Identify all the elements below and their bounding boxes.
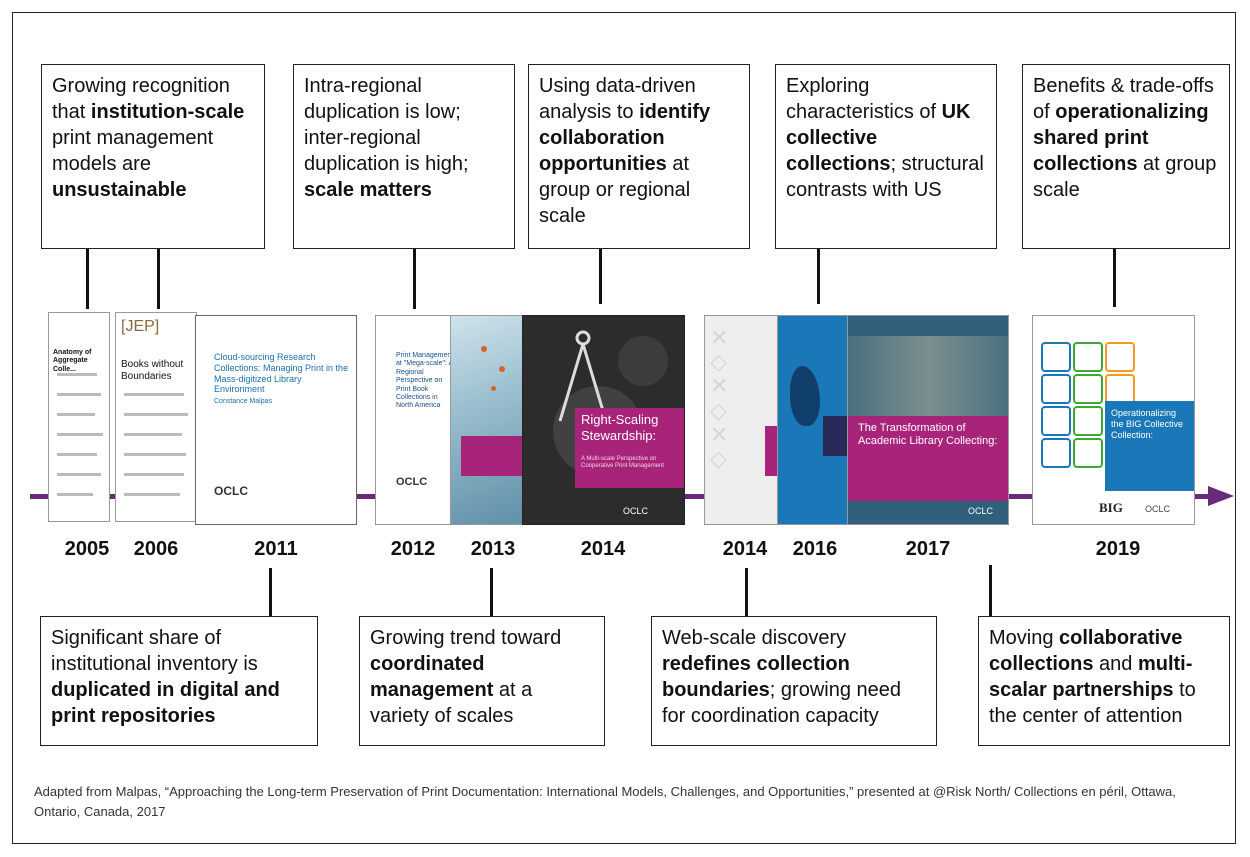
box-emphasis-text: duplicated in digital and print reposito… xyxy=(51,679,280,727)
slide-frame xyxy=(12,12,1236,844)
box-emphasis-text: scale matters xyxy=(304,179,432,201)
bottom-box-2011: Significant share of institutional inven… xyxy=(40,616,318,746)
cover-2013 xyxy=(450,315,530,525)
box-text: and xyxy=(1093,653,1138,675)
box-text: Using data-driven analysis to xyxy=(539,75,696,123)
connector-2011 xyxy=(269,568,272,616)
box-text: Growing recognition that xyxy=(52,75,230,123)
connector-2016 xyxy=(817,249,820,304)
year-label: 2012 xyxy=(390,538,436,560)
connector-2014 xyxy=(599,249,602,304)
cover-2017-logo: OCLC xyxy=(968,506,994,516)
box-emphasis-text: unsustainable xyxy=(52,179,187,201)
connector-2012 xyxy=(413,249,416,309)
cover-2016 xyxy=(777,315,852,525)
cover-2017: The Transformation of Academic Library C… xyxy=(847,315,1009,525)
year-label: 2017 xyxy=(905,538,951,560)
cover-2012: Print Management at "Mega-scale": A Regi… xyxy=(375,315,455,525)
box-emphasis-text: redefines collection boundaries xyxy=(662,653,850,701)
connector-2019 xyxy=(1113,249,1116,307)
cover-2011-logo: OCLC xyxy=(214,484,248,498)
cover-2011-author: Constance Malpas xyxy=(214,398,272,405)
bottom-box-2013: Growing trend toward coordinated managem… xyxy=(359,616,605,746)
cover-2014b: ✕◇✕◇✕◇ xyxy=(704,315,782,525)
cover-2012-logo: OCLC xyxy=(396,476,428,488)
cover-2019-title: Operationalizing the BIG Collective Coll… xyxy=(1111,408,1184,440)
cover-2019-logo-big: BIG xyxy=(1099,500,1123,515)
cover-2011: Cloud-sourcing Research Collections: Man… xyxy=(195,315,357,525)
cover-2014a-logo: OCLC xyxy=(623,506,649,516)
year-label: 2016 xyxy=(792,538,838,560)
box-emphasis-text: identify collaboration opportunities xyxy=(539,101,711,175)
box-text: at group or regional scale xyxy=(539,153,691,227)
cover-2014a-title: Right-Scaling Stewardship: xyxy=(581,412,659,443)
box-text: Growing trend toward xyxy=(370,627,562,649)
box-text: ; structural contrasts with US xyxy=(786,153,984,201)
box-text: at group scale xyxy=(1033,153,1217,201)
cover-2005-title: Anatomy of Aggregate Colle... xyxy=(53,349,92,373)
cover-2017-title: The Transformation of Academic Library C… xyxy=(858,422,998,448)
cover-2019-logo-oclc: OCLC xyxy=(1145,504,1171,514)
box-text: ; growing need for coordination capacity xyxy=(662,679,901,727)
connector-2006 xyxy=(157,249,160,309)
box-text: at a variety of scales xyxy=(370,679,533,727)
top-box-2005: Growing recognition that institution-sca… xyxy=(41,64,265,249)
year-label: 2005 xyxy=(64,538,110,560)
top-box-2019: Benefits & trade-offs of operationalizin… xyxy=(1022,64,1230,249)
box-emphasis-text: collaborative collections xyxy=(989,627,1183,675)
box-text: Web-scale discovery xyxy=(662,627,847,649)
year-label: 2011 xyxy=(254,538,298,560)
year-label: 2006 xyxy=(133,538,179,560)
cover-2006-title: Books without Boundaries xyxy=(121,359,184,382)
year-label: 2014 xyxy=(722,538,768,560)
cover-2019: Operationalizing the BIG Collective Coll… xyxy=(1032,315,1195,525)
cover-2006: [JEP] Books without Boundaries xyxy=(115,312,197,522)
year-label: 2019 xyxy=(1095,538,1141,560)
year-label: 2014 xyxy=(580,538,626,560)
cover-2005: Anatomy of Aggregate Colle... xyxy=(48,312,110,522)
box-text: print management models are xyxy=(52,127,214,175)
cover-2011-title: Cloud-sourcing Research Collections: Man… xyxy=(214,352,349,395)
box-text: Significant share of institutional inven… xyxy=(51,627,258,675)
bottom-box-2014: Web-scale discovery redefines collection… xyxy=(651,616,937,746)
connector-2014b xyxy=(745,568,748,616)
year-label: 2013 xyxy=(470,538,516,560)
box-text: Benefits & trade-offs of xyxy=(1033,75,1214,123)
top-box-2016: Exploring characteristics of UK collecti… xyxy=(775,64,997,249)
connector-2013 xyxy=(490,568,493,616)
box-text: Intra-regional duplication is low; inter… xyxy=(304,75,469,175)
connector-2005 xyxy=(86,249,89,309)
timeline-arrow-icon xyxy=(1208,486,1234,506)
box-emphasis-text: UK collective collections xyxy=(786,101,971,175)
box-text: Exploring characteristics of xyxy=(786,75,942,123)
top-box-2014: Using data-driven analysis to identify c… xyxy=(528,64,750,249)
cover-2014a-subtitle: A Multi-scale Perspective on Cooperative… xyxy=(581,456,665,470)
box-text: Moving xyxy=(989,627,1060,649)
box-text: to the center of attention xyxy=(989,679,1196,727)
cover-2012-title: Print Management at "Mega-scale": A Regi… xyxy=(396,352,454,410)
box-emphasis-text: multi-scalar partnerships xyxy=(989,653,1193,701)
box-emphasis-text: coordinated management xyxy=(370,653,494,701)
bottom-box-2019: Moving collaborative collections and mul… xyxy=(978,616,1230,746)
top-box-2012: Intra-regional duplication is low; inter… xyxy=(293,64,515,249)
connector-2018 xyxy=(989,565,992,616)
source-caption: Adapted from Malpas, “Approaching the Lo… xyxy=(34,784,1176,820)
cover-2014a: Right-Scaling Stewardship: A Multi-scale… xyxy=(522,315,685,525)
cover-2006-logo: [JEP] xyxy=(121,318,160,335)
box-emphasis-text: institution-scale xyxy=(90,101,245,123)
box-emphasis-text: operationalizing shared print collection… xyxy=(1033,101,1209,175)
